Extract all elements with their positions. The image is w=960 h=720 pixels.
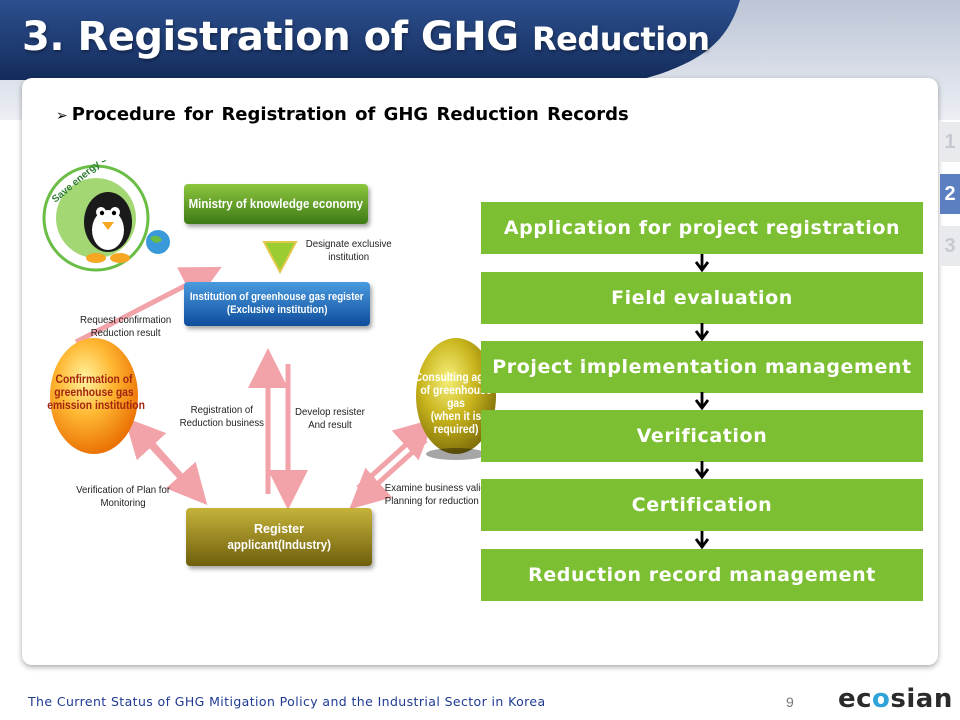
arrow-bullet-icon: ➢ — [56, 108, 68, 124]
ministry-box: Ministry of knowledge economy — [184, 184, 368, 224]
step-field-evaluation: Field evaluation — [481, 272, 923, 324]
confirmation-egg-label: Confirmation of greenhouse gas emission … — [47, 374, 145, 412]
page-title: 3. Registration of GHG Reduction — [22, 14, 710, 60]
arrow-down-icon — [694, 531, 710, 549]
step-implementation: Project implementation management — [481, 341, 923, 393]
arrow-down-icon — [694, 254, 710, 272]
verification-plan-label: Verification of Plan for Monitoring — [76, 484, 171, 509]
registry-line1: Institution of greenhouse gas register — [190, 291, 364, 303]
arrow-down-icon — [694, 461, 710, 479]
title-bar — [0, 0, 740, 80]
step-record-management: Reduction record management — [481, 549, 923, 601]
request-label: Request confirmation Reduction result — [79, 314, 172, 339]
develop-label: Develop resister And result — [295, 406, 365, 431]
side-tab-1[interactable]: 1 — [940, 122, 960, 162]
title-tail: Reduction — [531, 20, 710, 58]
step-certification: Certification — [481, 479, 923, 531]
ecosian-logo: ecosian — [838, 684, 953, 714]
arrow-down-icon — [694, 323, 710, 341]
ministry-label: Ministry of knowledge economy — [188, 197, 364, 211]
subtitle-text: Procedure for Registration of GHG Reduct… — [71, 104, 629, 125]
registration-label: Registration of Reduction business — [179, 404, 264, 429]
logo-part-2: o — [872, 684, 891, 714]
confirmation-egg — [50, 338, 138, 454]
consulting-egg — [416, 338, 496, 454]
registry-box: Institution of greenhouse gas register (… — [184, 282, 370, 326]
applicant-box: Register applicant(Industry) — [186, 508, 372, 566]
diagram-graphics: Save energy Save earth — [42, 160, 496, 510]
applicant-line1: Register — [253, 522, 305, 536]
registration-diagram: Save energy Save earth Ministry of knowl… — [36, 160, 500, 580]
section-subtitle: ➢Procedure for Registration of GHG Reduc… — [56, 104, 629, 125]
examine-label: Examine business validity Planning for r… — [384, 482, 496, 507]
designate-arrow — [262, 241, 298, 275]
designate-label: Designate exclusive institution — [305, 238, 392, 263]
examine-arrow-a — [356, 418, 435, 490]
page-number: 9 — [786, 694, 794, 710]
side-tab-3[interactable]: 3 — [940, 226, 960, 266]
mascot-logo: Save energy Save earth — [42, 160, 170, 272]
logo-part-3: sian — [890, 684, 953, 714]
request-arrow — [74, 266, 222, 345]
registry-line2: (Exclusive institution) — [226, 304, 328, 316]
step-application: Application for project registration — [481, 202, 923, 254]
arrow-down-icon — [694, 392, 710, 410]
footer-caption: The Current Status of GHG Mitigation Pol… — [28, 694, 546, 709]
verify-arrow-b — [124, 417, 188, 486]
examine-arrow-b — [349, 438, 428, 510]
applicant-line2: applicant(Industry) — [227, 538, 331, 552]
logo-part-1: ec — [838, 684, 873, 714]
side-tab-2[interactable]: 2 — [940, 174, 960, 214]
step-verification: Verification — [481, 410, 923, 462]
title-main: 3. Registration of GHG — [22, 14, 519, 60]
